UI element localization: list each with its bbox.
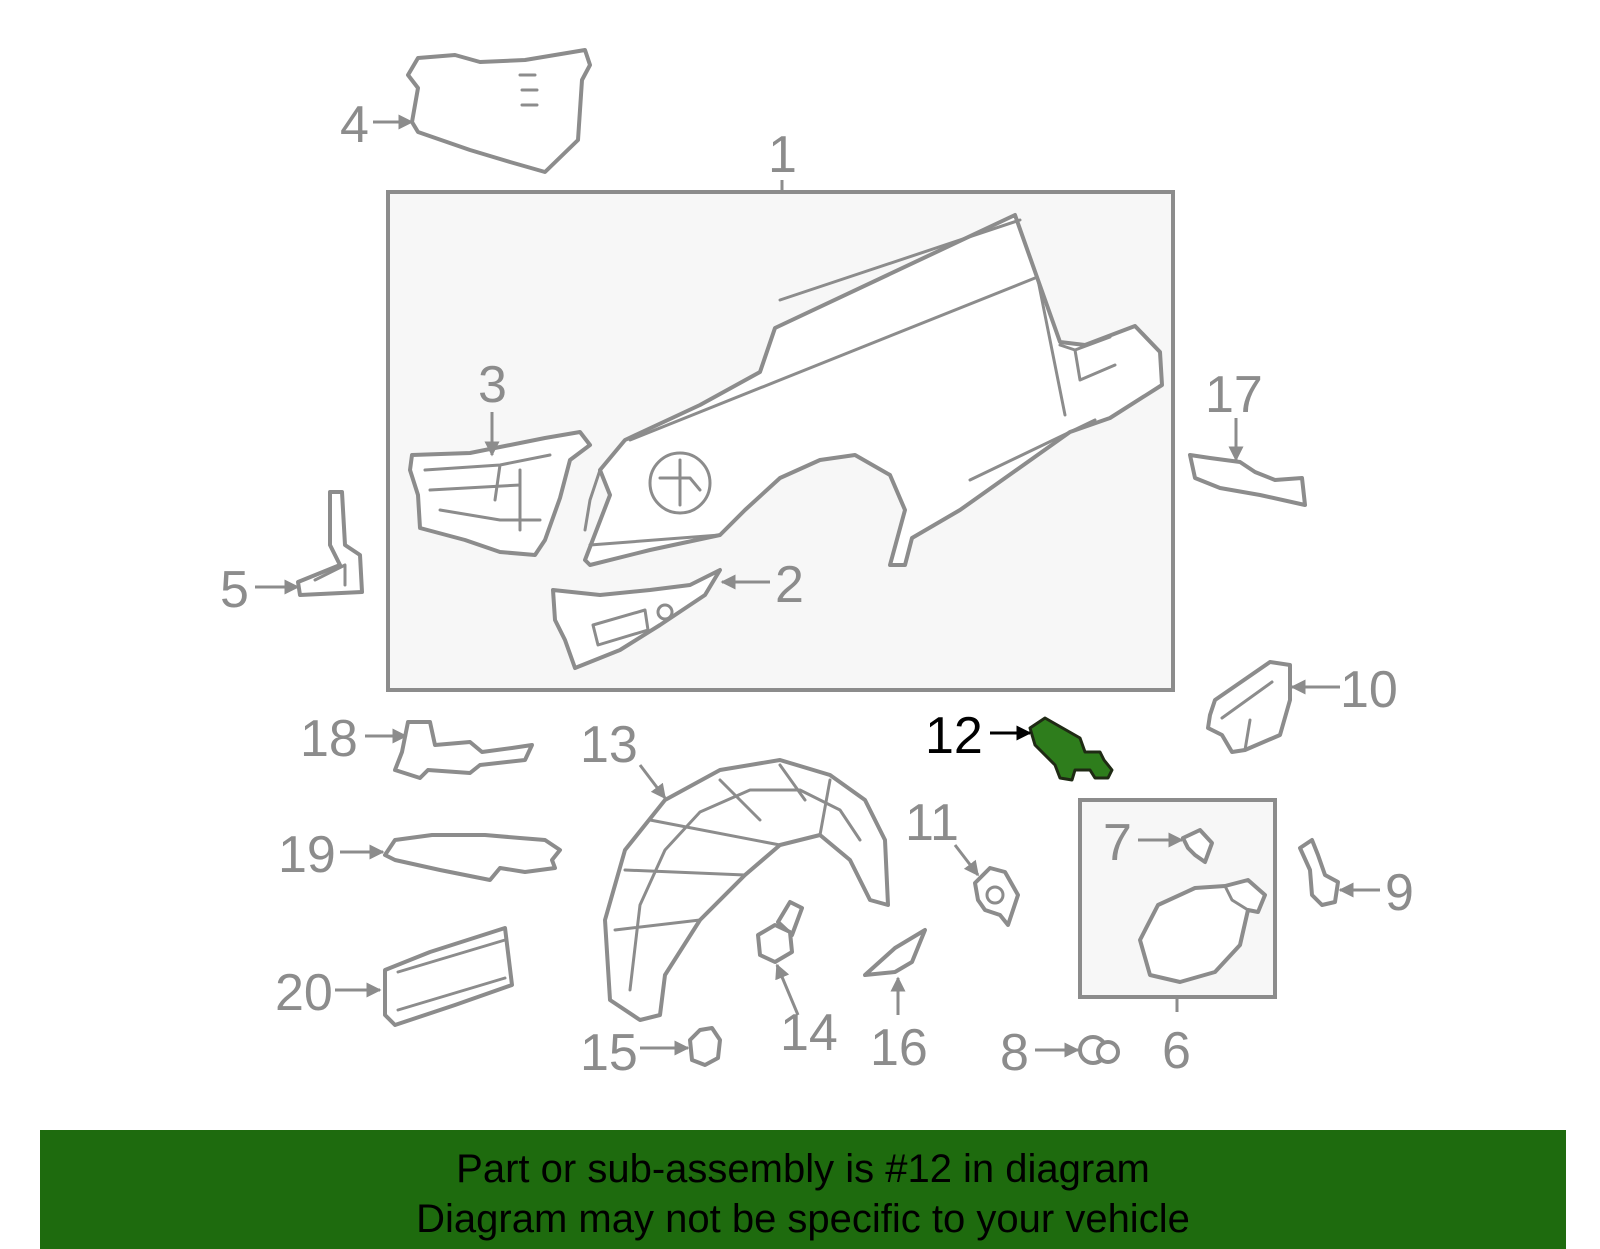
part-3[interactable] bbox=[408, 430, 592, 557]
part-6-fuel-door[interactable] bbox=[1138, 878, 1267, 984]
part-15-clip[interactable] bbox=[688, 1026, 722, 1067]
callout-14: 14 bbox=[780, 1004, 838, 1062]
part-18[interactable] bbox=[393, 720, 534, 780]
part-5[interactable] bbox=[296, 490, 364, 597]
callout-1: 1 bbox=[768, 126, 797, 184]
callout-11: 11 bbox=[905, 794, 959, 852]
callout-9: 9 bbox=[1385, 864, 1414, 922]
callout-13: 13 bbox=[580, 716, 638, 774]
part-19[interactable] bbox=[383, 833, 562, 882]
callout-17: 17 bbox=[1205, 366, 1263, 424]
part-14-bolt[interactable] bbox=[756, 900, 804, 964]
callout-19: 19 bbox=[278, 826, 336, 884]
info-banner: Part or sub-assembly is #12 in diagram D… bbox=[40, 1130, 1566, 1249]
callout-12: 12 bbox=[925, 707, 983, 765]
callout-10: 10 bbox=[1340, 661, 1398, 719]
callout-15: 15 bbox=[580, 1024, 638, 1082]
callout-20: 20 bbox=[275, 964, 333, 1022]
part-16[interactable] bbox=[863, 928, 927, 977]
callout-5: 5 bbox=[220, 561, 249, 619]
part-13-liner[interactable] bbox=[603, 758, 890, 1022]
part-20[interactable] bbox=[383, 926, 514, 1027]
callout-8: 8 bbox=[1000, 1024, 1029, 1082]
callout-6: 6 bbox=[1162, 1022, 1191, 1080]
callout-18: 18 bbox=[300, 710, 358, 768]
callout-4: 4 bbox=[340, 96, 369, 154]
part-10[interactable] bbox=[1206, 660, 1292, 754]
part-1-quarter-panel[interactable] bbox=[583, 213, 1164, 567]
callout-7: 7 bbox=[1103, 814, 1132, 872]
part-8[interactable] bbox=[1078, 1035, 1120, 1065]
part-4[interactable] bbox=[406, 48, 592, 174]
part-12-highlighted[interactable] bbox=[1028, 716, 1114, 782]
callout-16: 16 bbox=[870, 1019, 928, 1077]
callout-2: 2 bbox=[775, 556, 804, 614]
part-2[interactable] bbox=[551, 568, 722, 670]
banner-line-2: Diagram may not be specific to your vehi… bbox=[416, 1197, 1190, 1241]
part-17[interactable] bbox=[1188, 453, 1307, 507]
part-11[interactable] bbox=[973, 866, 1020, 927]
part-9[interactable] bbox=[1298, 838, 1340, 907]
part-7[interactable] bbox=[1181, 828, 1214, 864]
callout-3: 3 bbox=[478, 356, 507, 414]
banner-line-1: Part or sub-assembly is #12 in diagram bbox=[456, 1147, 1150, 1191]
